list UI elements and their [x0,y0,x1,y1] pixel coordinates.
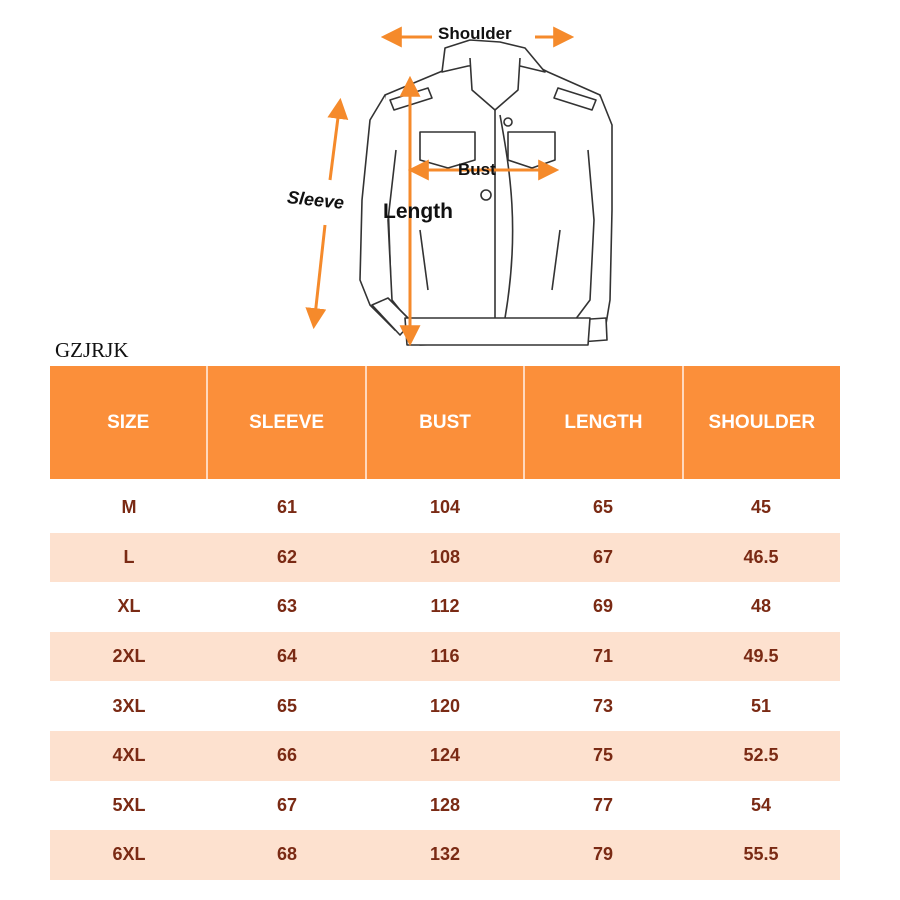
cell-size: 5XL [112,794,146,815]
cell-bust: 104 [429,497,461,518]
cell-shoulder: 55.5 [743,844,779,865]
cell-size: 6XL [112,844,146,865]
cell-sleeve: 65 [276,695,298,716]
table-row: M 61 104 65 45 [50,483,840,533]
cell-length: 77 [592,794,614,815]
cell-sleeve: 62 [276,546,298,567]
cell-size: 2XL [112,646,146,667]
cell-shoulder: 46.5 [743,546,779,567]
cell-bust: 108 [429,546,461,567]
cell-bust: 124 [429,745,461,766]
header-bust: BUST [364,366,523,479]
cell-bust: 128 [429,794,461,815]
cell-length: 71 [592,646,614,667]
shoulder-label: Shoulder [438,24,512,43]
cell-length: 79 [592,844,614,865]
header-size: SIZE [107,411,150,433]
cell-length: 75 [592,745,614,766]
cell-size: 4XL [112,745,146,766]
table-row: 2XL 64 116 71 49.5 [50,631,840,682]
table-row: 6XL 68 132 79 55.5 [50,830,840,880]
measurement-arrows [305,26,575,347]
table-header-row: SIZE SLEEVE BUST LENGTH SHOULDER [50,366,840,479]
brand-name: GZJRJK [55,338,129,362]
length-label: Length [383,200,453,223]
cell-size: XL [117,596,141,617]
table-row: L 62 108 67 46.5 [50,532,840,583]
cell-sleeve: 64 [276,646,298,667]
header-sleeve: SLEEVE [206,366,364,479]
table-row: 5XL 67 128 77 54 [50,781,840,831]
cell-length: 73 [592,695,614,716]
cell-size: L [123,546,135,567]
cell-size: 3XL [112,695,146,716]
cell-bust: 120 [429,695,461,716]
cell-sleeve: 63 [276,596,298,617]
cell-size: M [121,497,137,518]
cell-shoulder: 54 [750,794,772,815]
jacket-illustration [359,39,613,346]
table-body: M 61 104 65 45 L 62 108 67 46.5 XL 63 11… [50,483,840,880]
cell-length: 65 [592,497,614,518]
cell-sleeve: 67 [276,794,298,815]
cell-bust: 132 [429,844,461,865]
table-row: 4XL 66 124 75 52.5 [50,730,840,781]
cell-sleeve: 66 [276,745,298,766]
sleeve-arrow-top [327,97,349,181]
table-row: XL 63 112 69 48 [50,582,840,632]
header-length: LENGTH [523,366,681,479]
cell-bust: 116 [430,646,460,667]
jacket-measurement-diagram [305,26,613,347]
size-chart-table: SIZE SLEEVE BUST LENGTH SHOULDER M 61 10… [50,366,840,880]
cell-sleeve: 61 [276,497,298,518]
bust-label: Bust [458,160,496,179]
sleeve-arrow-bottom [305,224,327,330]
cell-sleeve: 68 [276,844,298,865]
cell-length: 69 [592,596,614,617]
cell-bust: 112 [430,596,460,617]
cell-shoulder: 52.5 [743,745,779,766]
cell-shoulder: 45 [750,497,772,518]
cell-shoulder: 51 [750,695,772,716]
cell-shoulder: 49.5 [743,646,779,667]
header-shoulder: SHOULDER [681,366,840,479]
cell-shoulder: 48 [750,596,772,617]
cell-length: 67 [592,546,614,567]
table-row: 3XL 65 120 73 51 [50,681,840,731]
